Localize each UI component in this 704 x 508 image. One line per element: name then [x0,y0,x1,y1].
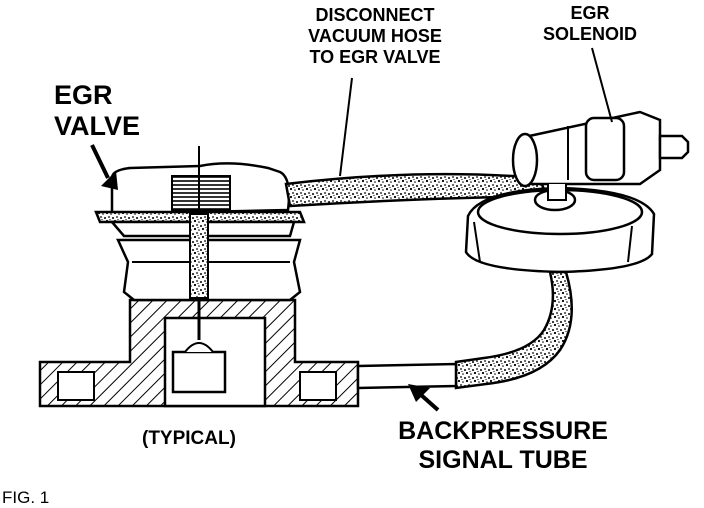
egr-valve-label-line1: EGR [54,80,113,110]
typical-label: (TYPICAL) [142,428,236,449]
leader-lines [339,47,613,177]
disconnect-label-line2: VACUUM HOSE [308,26,442,46]
egr-solenoid-label: EGR SOLENOID [532,3,648,45]
egr-valve-stem [189,146,209,340]
disconnect-hose-label: DISCONNECT VACUUM HOSE TO EGR VALVE [286,5,464,68]
backpressure-label-line1: BACKPRESSURE [398,417,608,445]
backpressure-label-line2: SIGNAL TUBE [418,446,588,474]
egr-valve-arrow [90,144,118,190]
figure-number: FIG. 1 [2,488,50,507]
disconnect-label-line3: TO EGR VALVE [309,47,441,67]
backpressure-tube [356,270,574,390]
egr-solenoid-label-line1: EGR [570,3,610,23]
disconnect-label-line1: DISCONNECT [315,5,435,25]
egr-valve-housing [94,162,306,238]
solenoid-mount-base [464,186,656,274]
backpressure-signal-tube-label: BACKPRESSURE SIGNAL TUBE [392,417,614,475]
egr-solenoid-body [511,110,690,201]
backpressure-arrow [408,384,440,412]
egr-base-block [38,298,360,408]
egr-solenoid-label-line2: SOLENOID [542,24,637,44]
egr-valve-label: EGR VALVE [54,80,140,142]
egr-valve-label-line2: VALVE [54,111,141,141]
